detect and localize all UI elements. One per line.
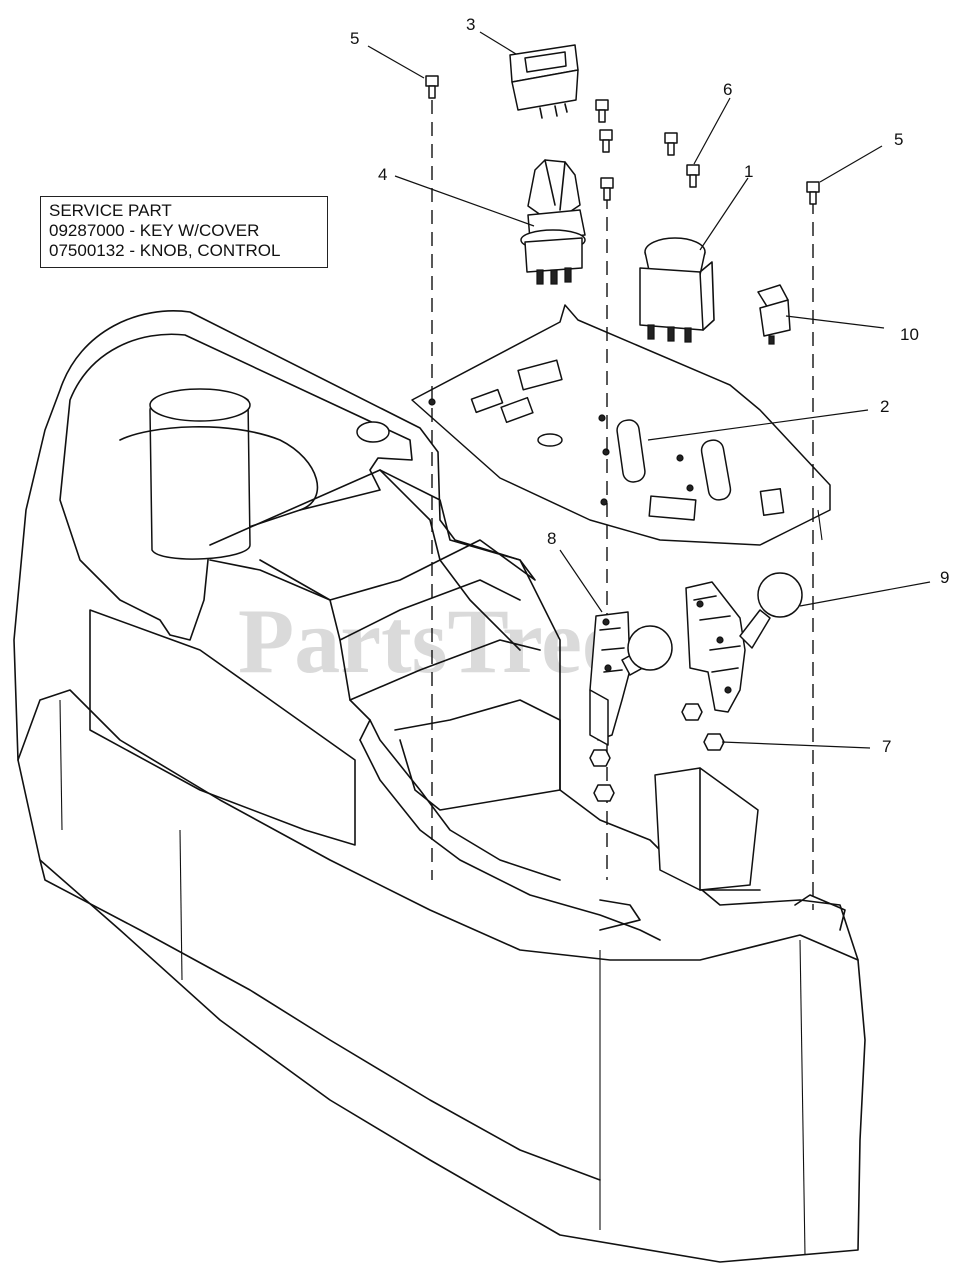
callout-5-right: 5 xyxy=(894,130,903,149)
screw-icon xyxy=(686,164,700,188)
nut-icon xyxy=(703,733,725,751)
small-switch-part-10 xyxy=(757,284,791,345)
callout-5-left: 5 xyxy=(350,29,359,48)
callout-2: 2 xyxy=(880,397,889,416)
screws xyxy=(425,75,820,205)
callout-6: 6 xyxy=(723,80,732,99)
callout-10: 10 xyxy=(900,325,919,344)
alignment-lines xyxy=(431,100,814,910)
nut-icon xyxy=(589,749,611,767)
leader-lines xyxy=(367,31,931,749)
mounting-plate xyxy=(411,304,831,546)
callout-4: 4 xyxy=(378,165,387,184)
service-part-title: SERVICE PART xyxy=(49,201,172,220)
service-part-key: 09287000 - KEY W/COVER xyxy=(49,221,260,240)
callout-numbers: 5 3 4 6 1 5 10 2 8 9 7 xyxy=(350,15,949,756)
screw-icon xyxy=(425,75,439,99)
screw-icon xyxy=(806,181,820,205)
screw-icon xyxy=(599,129,613,153)
callout-9: 9 xyxy=(940,568,949,587)
rocker-switch-part-3 xyxy=(509,44,579,119)
callout-8: 8 xyxy=(547,529,556,548)
callout-1: 1 xyxy=(744,162,753,181)
callout-3: 3 xyxy=(466,15,475,34)
pto-knob-part-1 xyxy=(639,237,715,343)
lever-part-8 xyxy=(589,611,673,746)
callout-7: 7 xyxy=(882,737,891,756)
nut-icon xyxy=(593,784,615,802)
screw-icon xyxy=(600,177,614,201)
screw-icon xyxy=(595,99,609,123)
nuts xyxy=(589,703,725,802)
console-body xyxy=(13,310,866,1263)
service-part-knob: 07500132 - KNOB, CONTROL xyxy=(49,241,281,260)
service-part-box: SERVICE PART 09287000 - KEY W/COVER 0750… xyxy=(40,196,328,268)
watermark: PartsTree xyxy=(238,590,623,692)
nut-icon xyxy=(681,703,703,721)
screw-icon xyxy=(664,132,678,156)
ignition-switch-part-4 xyxy=(520,159,586,285)
lever-part-9 xyxy=(685,572,803,713)
